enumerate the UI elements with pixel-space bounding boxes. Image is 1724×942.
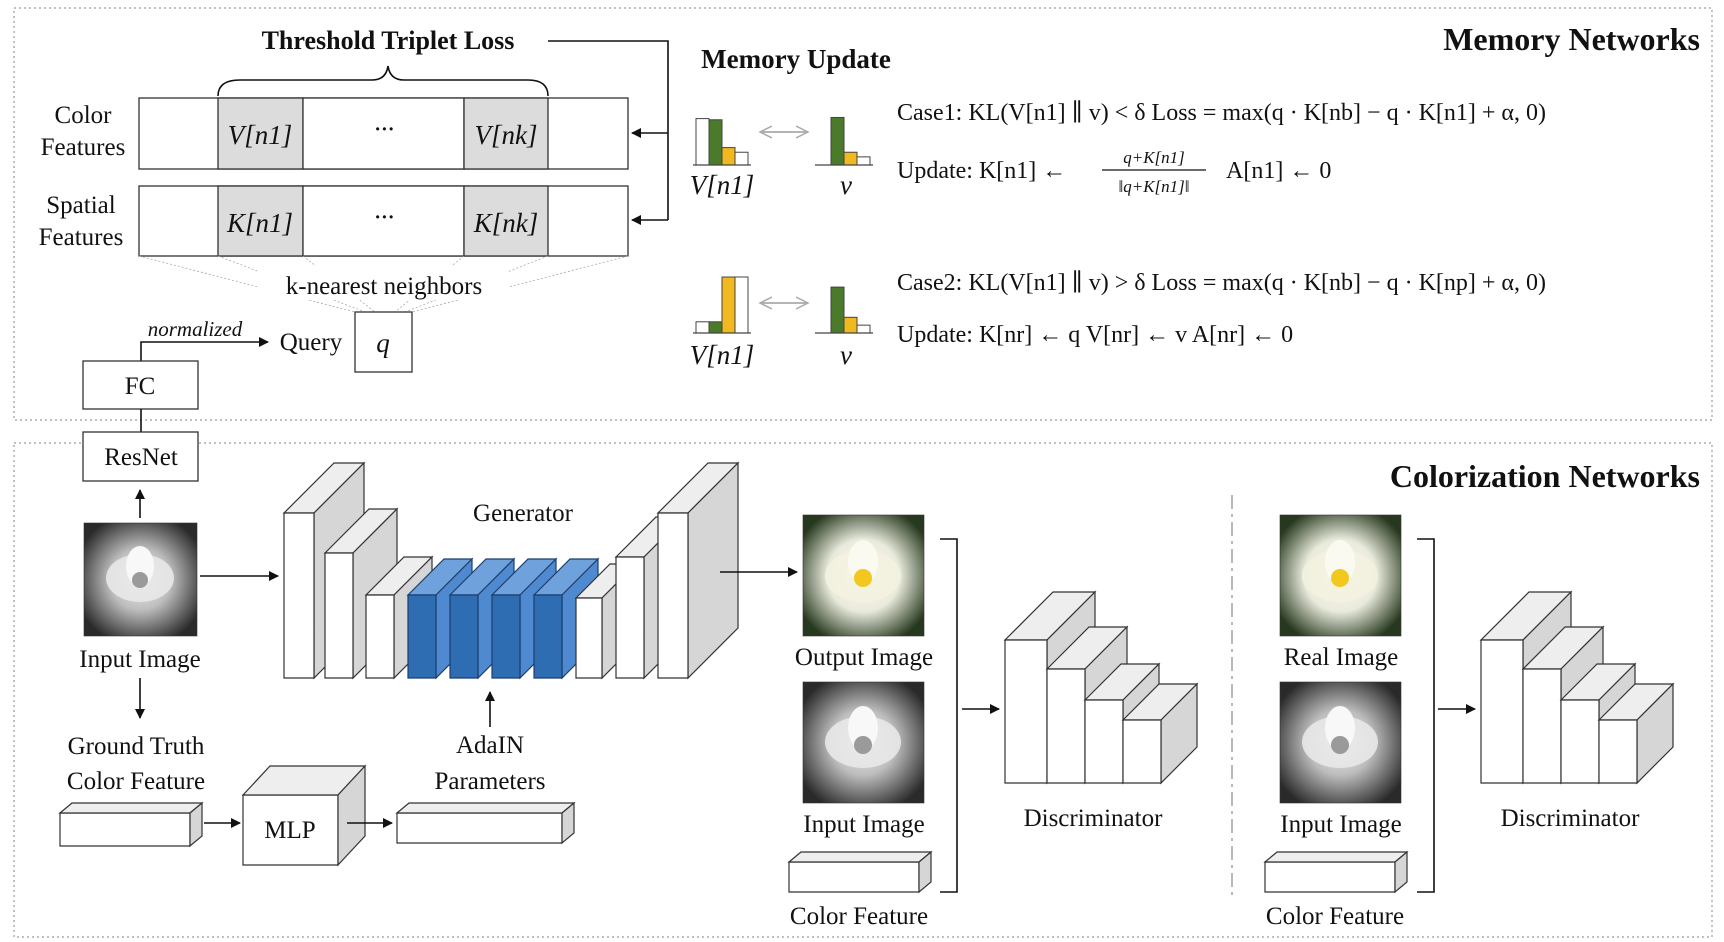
memory-networks-title: Memory Networks xyxy=(1443,21,1700,57)
update1-denominator: ‖q+K[n1]‖ xyxy=(1118,177,1189,196)
adain-label-line1: AdaIN xyxy=(456,732,524,759)
knn-brace xyxy=(217,65,549,97)
knn-label: k-nearest neighbors xyxy=(286,273,482,300)
case2-equation: Case2: KL(V[n1] ∥ v) > δ Loss = max(q · … xyxy=(897,270,1546,296)
threshold-triplet-loss-label: Threshold Triplet Loss xyxy=(262,26,515,55)
colorization-networks-title: Colorization Networks xyxy=(1390,458,1700,494)
histogram-bar xyxy=(695,321,710,334)
input-image-thumbnail-2 xyxy=(802,681,925,804)
gt-color-feature-label-line1: Ground Truth xyxy=(68,733,205,760)
histogram-bar xyxy=(695,118,710,166)
histogram-case2-query xyxy=(815,286,873,334)
loss-feedback-line xyxy=(548,40,669,220)
case1-equation: Case1: KL(V[n1] ∥ v) < δ Loss = max(q · … xyxy=(897,100,1546,126)
color-features-label-line2: Features xyxy=(41,134,126,161)
update1-suffix: A[n1] ← 0 xyxy=(1226,158,1331,184)
memory-update-title: Memory Update xyxy=(701,44,891,74)
update1-prefix: Update: K[n1] ← xyxy=(897,158,1066,184)
query-label: Query xyxy=(280,329,343,356)
generator-label: Generator xyxy=(473,500,574,527)
mlp-label: MLP xyxy=(264,817,315,844)
memory-cell-k-ellipsis: ··· xyxy=(374,202,394,232)
normalized-label: normalized xyxy=(148,317,243,341)
output-image-thumbnail xyxy=(802,514,925,637)
spatial-features-label-line1: Spatial xyxy=(46,192,115,219)
update2-equation: Update: K[nr] ← q V[nr] ← v A[nr] ← 0 xyxy=(897,322,1293,348)
resnet-label: ResNet xyxy=(104,444,178,471)
discriminator-label-2: Discriminator xyxy=(1501,805,1641,832)
color-features-label-line1: Color xyxy=(55,102,113,129)
histogram-bar xyxy=(734,151,749,166)
adain-parameter-vector xyxy=(395,801,576,845)
real-image-label: Real Image xyxy=(1284,644,1399,671)
color-feature-vector xyxy=(787,850,933,894)
histogram-bar xyxy=(721,147,736,166)
decoder-block-3 xyxy=(656,461,740,680)
adain-label-line2: Parameters xyxy=(434,768,545,795)
input-image-label-3: Input Image xyxy=(1280,811,1401,838)
generator-network xyxy=(282,461,740,680)
histogram-bar xyxy=(708,119,723,166)
discriminator-layer-4 xyxy=(1597,682,1675,785)
fc-label: FC xyxy=(125,373,156,400)
discriminator-input-bracket xyxy=(940,538,958,893)
query-symbol: q xyxy=(376,328,390,358)
histogram-case1-query xyxy=(815,116,873,166)
histogram-bar xyxy=(856,324,871,334)
mlp-block xyxy=(241,764,367,867)
histogram-bar xyxy=(843,316,858,334)
output-image-label: Output Image xyxy=(795,644,933,671)
discriminator-label: Discriminator xyxy=(1024,805,1164,832)
histogram-bar xyxy=(830,116,845,166)
histogram-case2-stored xyxy=(693,276,751,334)
memory-cell-k-nk: K[nk] xyxy=(473,208,539,238)
discriminator-layer-4 xyxy=(1121,682,1199,785)
histogram-bar xyxy=(708,321,723,334)
discriminator-network xyxy=(1003,590,1199,785)
histogram-bar xyxy=(843,151,858,166)
input-image-label-2: Input Image xyxy=(803,811,924,838)
histogram-bar xyxy=(856,156,871,166)
update1-numerator: q+K[n1] xyxy=(1123,148,1185,167)
gt-color-feature-vector xyxy=(58,801,204,848)
resnet-box xyxy=(82,431,199,482)
color-feature-memory-row xyxy=(138,97,629,170)
histogram-bar xyxy=(721,276,736,334)
histogram-case1-stored xyxy=(693,118,751,166)
histogram-bar xyxy=(734,276,749,334)
hist-label-case1-stored: V[n1] xyxy=(690,170,755,200)
memory-cell-v-ellipsis: ··· xyxy=(374,114,394,144)
hist-label-case2-query: v xyxy=(840,340,852,370)
spatial-feature-memory-row xyxy=(138,185,629,257)
discriminator-network-2 xyxy=(1479,590,1675,785)
gt-color-feature-label-line2: Color Feature xyxy=(67,768,205,795)
color-feature-label-2: Color Feature xyxy=(1266,903,1404,930)
real-image-thumbnail xyxy=(1279,514,1402,637)
knn-label-backdrop xyxy=(258,266,508,300)
input-image-thumbnail-3 xyxy=(1279,681,1402,804)
query-box xyxy=(354,311,413,373)
spatial-features-label-line2: Features xyxy=(39,224,124,251)
hist-label-case2-stored: V[n1] xyxy=(690,340,755,370)
discriminator-input-bracket-2 xyxy=(1417,538,1435,893)
fc-to-query-arrow xyxy=(140,337,269,361)
fc-box xyxy=(82,360,199,410)
color-feature-label: Color Feature xyxy=(790,903,928,930)
color-feature-vector-2 xyxy=(1263,850,1409,894)
memory-cell-v-nk: V[nk] xyxy=(475,120,538,150)
input-image-label: Input Image xyxy=(79,646,200,673)
colorization-networks-panel xyxy=(13,442,1713,938)
input-image-thumbnail xyxy=(83,522,198,637)
histogram-bar xyxy=(830,286,845,334)
hist-label-case1-query: v xyxy=(840,170,852,200)
memory-cell-v-n1: V[n1] xyxy=(228,120,293,150)
memory-cell-k-n1: K[n1] xyxy=(226,208,293,238)
